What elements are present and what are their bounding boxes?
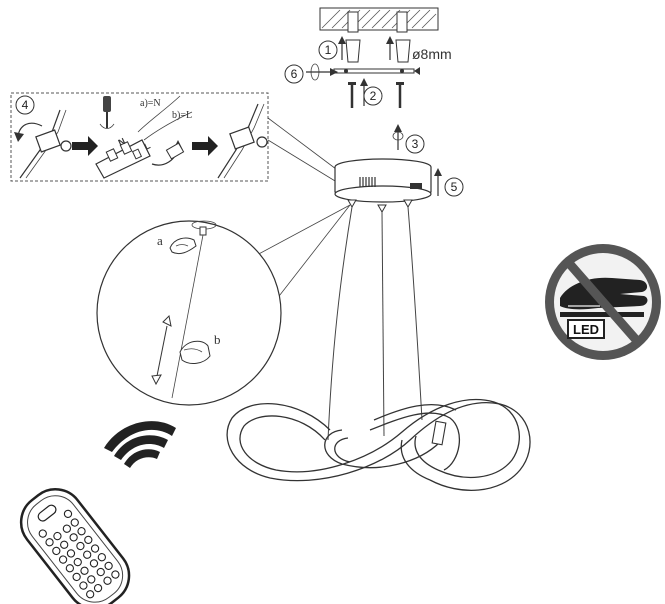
remote-button: [70, 518, 79, 527]
step-1-marker: [318, 40, 338, 60]
ceiling-mount-group: 1 ø8mm 6 2: [284, 7, 452, 154]
ceiling-canopy: [334, 158, 432, 214]
step-3-marker: [405, 134, 425, 154]
remote-button: [87, 575, 96, 584]
remote-button: [79, 581, 88, 590]
bracket-arrow-icon: [414, 67, 420, 75]
remote-button: [72, 572, 81, 582]
remote-button: [111, 570, 120, 579]
step-2-number: 2: [370, 89, 377, 103]
remote-button: [53, 531, 62, 541]
prohibition-slash: [563, 257, 643, 347]
remote-button: [62, 524, 72, 533]
wall-plug-left: [345, 39, 361, 63]
remote-button: [65, 564, 75, 573]
remote-button: [97, 553, 106, 562]
remote-power-button: [37, 504, 57, 522]
terminal-block: [95, 139, 151, 179]
step-6-number: 6: [291, 67, 298, 81]
step-6-marker: [284, 64, 304, 84]
rotate-arrow-icon: [392, 124, 404, 150]
leader-line: [275, 204, 351, 301]
arrow-up-icon: [338, 36, 346, 60]
step-4-marker: [15, 95, 35, 115]
remote-body: [19, 488, 131, 604]
wire-neutral-label: a)=N: [140, 98, 161, 109]
remote-button: [93, 583, 103, 593]
step-1-number: 1: [325, 43, 332, 57]
connector-block-right: [229, 126, 255, 150]
leader-line: [254, 204, 351, 257]
step-2-marker: [363, 86, 383, 106]
right-arrow-icon: [192, 136, 218, 156]
detail-label-b: b: [214, 332, 221, 347]
remote-button: [63, 509, 73, 519]
wall-plug-right: [395, 39, 411, 63]
remote-button: [66, 549, 76, 558]
remote-button: [77, 527, 86, 536]
right-arrow-icon: [72, 136, 98, 156]
remote-button: [103, 576, 112, 585]
drill-size-label: ø8mm: [412, 46, 452, 62]
drill-hole-left: [347, 11, 359, 33]
remote-button: [80, 566, 89, 575]
remote-button: [83, 550, 92, 559]
rotate-arrow-icon: [306, 63, 338, 81]
hand-b-icon: [179, 340, 211, 364]
screw-left: [348, 82, 356, 108]
badge-led-text: LED: [573, 322, 599, 337]
remote-button: [89, 559, 99, 568]
terminal-l-label: L: [143, 140, 153, 152]
double-arrow-icon: [151, 314, 172, 386]
remote-button: [38, 529, 47, 538]
remote-control: [19, 421, 176, 604]
arrow-up-icon: [386, 36, 394, 60]
suspension-cables: [327, 206, 423, 441]
terminal-n-label: N: [117, 136, 127, 148]
leader-line: [267, 139, 341, 185]
detail-label-a: a: [157, 233, 163, 248]
wire-neutral: [137, 95, 181, 133]
connector-block-left: [35, 129, 61, 153]
remote-button: [84, 535, 93, 545]
remote-button: [52, 546, 61, 556]
remote-buttons: [37, 504, 120, 599]
screwdriver-icon: [99, 96, 115, 129]
arrow-up-icon: [434, 168, 442, 196]
remote-button: [73, 557, 82, 567]
leader-line: [267, 117, 341, 173]
remote-button: [45, 538, 54, 547]
wire-live-label: b)=L: [172, 110, 192, 121]
signal-waves-icon: [104, 421, 176, 468]
hand-a-icon: [169, 237, 197, 255]
remote-button: [60, 540, 69, 549]
step-4-number: 4: [22, 98, 29, 112]
remote-button: [104, 561, 113, 571]
step-5-marker: [444, 177, 464, 197]
remote-button: [76, 541, 85, 551]
glove-icon: [560, 277, 648, 310]
no-touch-led-badge: LED: [545, 244, 661, 360]
wiring-panel: 4 N L a)=N b)=L: [10, 92, 269, 182]
remote-button: [69, 533, 78, 542]
remote-button: [58, 555, 68, 564]
drill-hole-right: [396, 11, 408, 33]
wire-live: [143, 111, 193, 141]
detail-cable: [171, 234, 204, 399]
detail-circle: a b: [96, 220, 282, 406]
lamp-ring: [226, 398, 531, 491]
remote-button: [86, 590, 95, 599]
step-5-number: 5: [451, 180, 458, 194]
remote-button: [90, 544, 100, 553]
remote-button: [96, 567, 105, 577]
screw-right: [396, 82, 404, 108]
step-3-number: 3: [412, 137, 419, 151]
